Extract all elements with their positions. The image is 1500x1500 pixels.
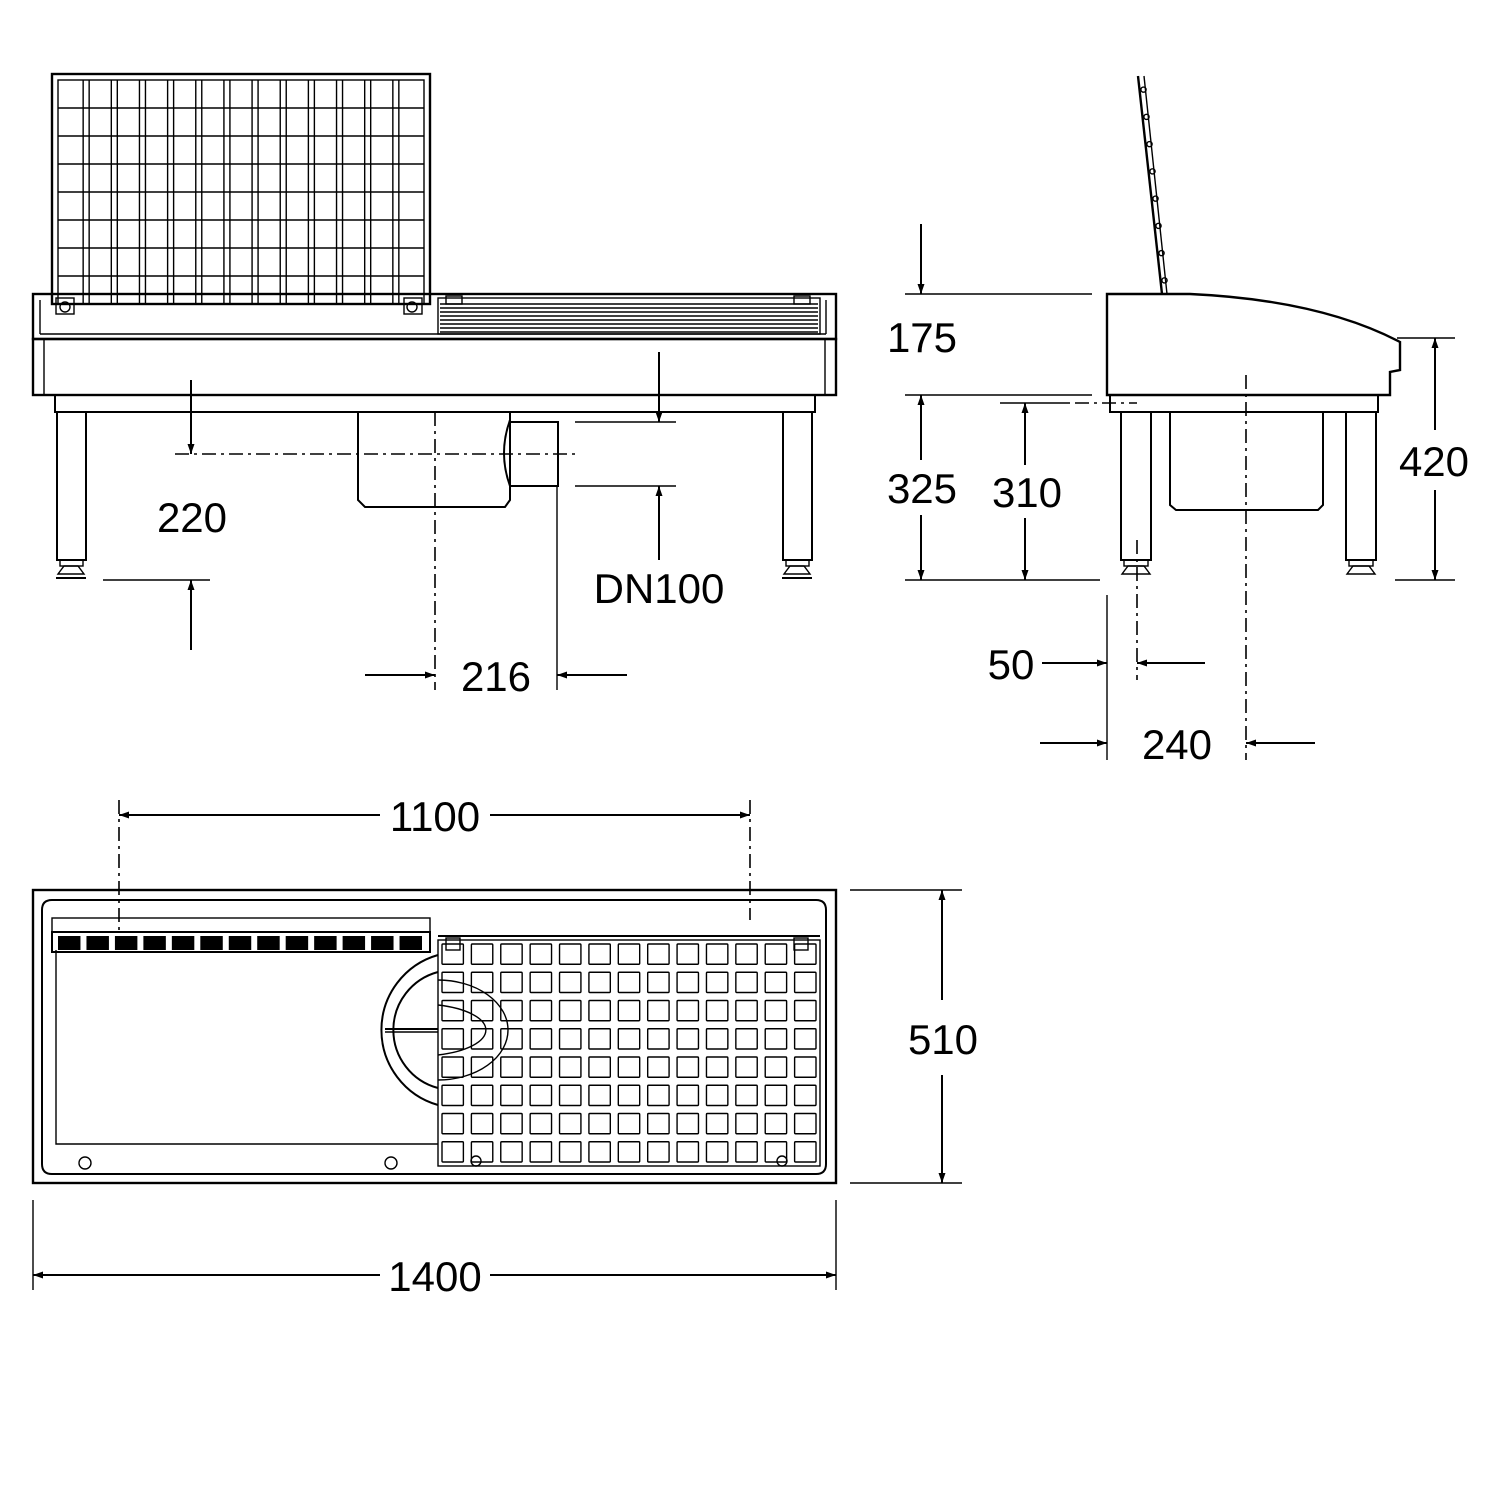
dimension-220: 220 (103, 380, 227, 650)
dimension-310: 310 (992, 403, 1062, 580)
dimension-label: 1400 (388, 1253, 481, 1300)
dimension-label: 216 (461, 653, 531, 700)
open-grate (1136, 75, 1168, 295)
dimension-label: 420 (1399, 438, 1469, 485)
dimension-1400: 1400 (33, 1253, 836, 1300)
dimension-1100: 1100 (119, 793, 750, 840)
top-body (31, 888, 838, 1185)
legs (56, 411, 813, 579)
top-view: 1100 510 1400 (31, 793, 978, 1300)
dimension-label: 510 (908, 1016, 978, 1063)
dimension-label: 175 (887, 314, 957, 361)
raised-grate-top (51, 917, 431, 953)
drain-outlet (380, 954, 509, 1106)
dimension-175: 175 (887, 224, 957, 361)
dimension-label: 240 (1142, 721, 1212, 768)
flat-grate-top (437, 935, 821, 1167)
dimension-label: 310 (992, 469, 1062, 516)
raised-grate (50, 72, 432, 315)
dimension-240: 240 (1040, 721, 1315, 768)
dimension-325: 325 (887, 395, 957, 580)
dimension-label: 1100 (390, 793, 480, 840)
drain-trap (175, 412, 580, 690)
pipe-label: DN100 (594, 565, 725, 612)
dimension-50: 50 (988, 641, 1205, 688)
side-view: 175 325 310 420 50 240 (887, 75, 1469, 768)
dimension-420: 420 (1399, 338, 1469, 580)
dimension-label: 220 (157, 494, 227, 541)
pipe-diameter-dimension: DN100 (575, 352, 724, 612)
front-view: 220 DN100 216 (31, 72, 838, 700)
dimension-216: 216 (365, 653, 627, 700)
dimension-510: 510 (908, 890, 978, 1183)
dimension-label: 50 (988, 641, 1035, 688)
dimension-label: 325 (887, 465, 957, 512)
side-body (1105, 292, 1402, 760)
channel-body (31, 292, 838, 413)
